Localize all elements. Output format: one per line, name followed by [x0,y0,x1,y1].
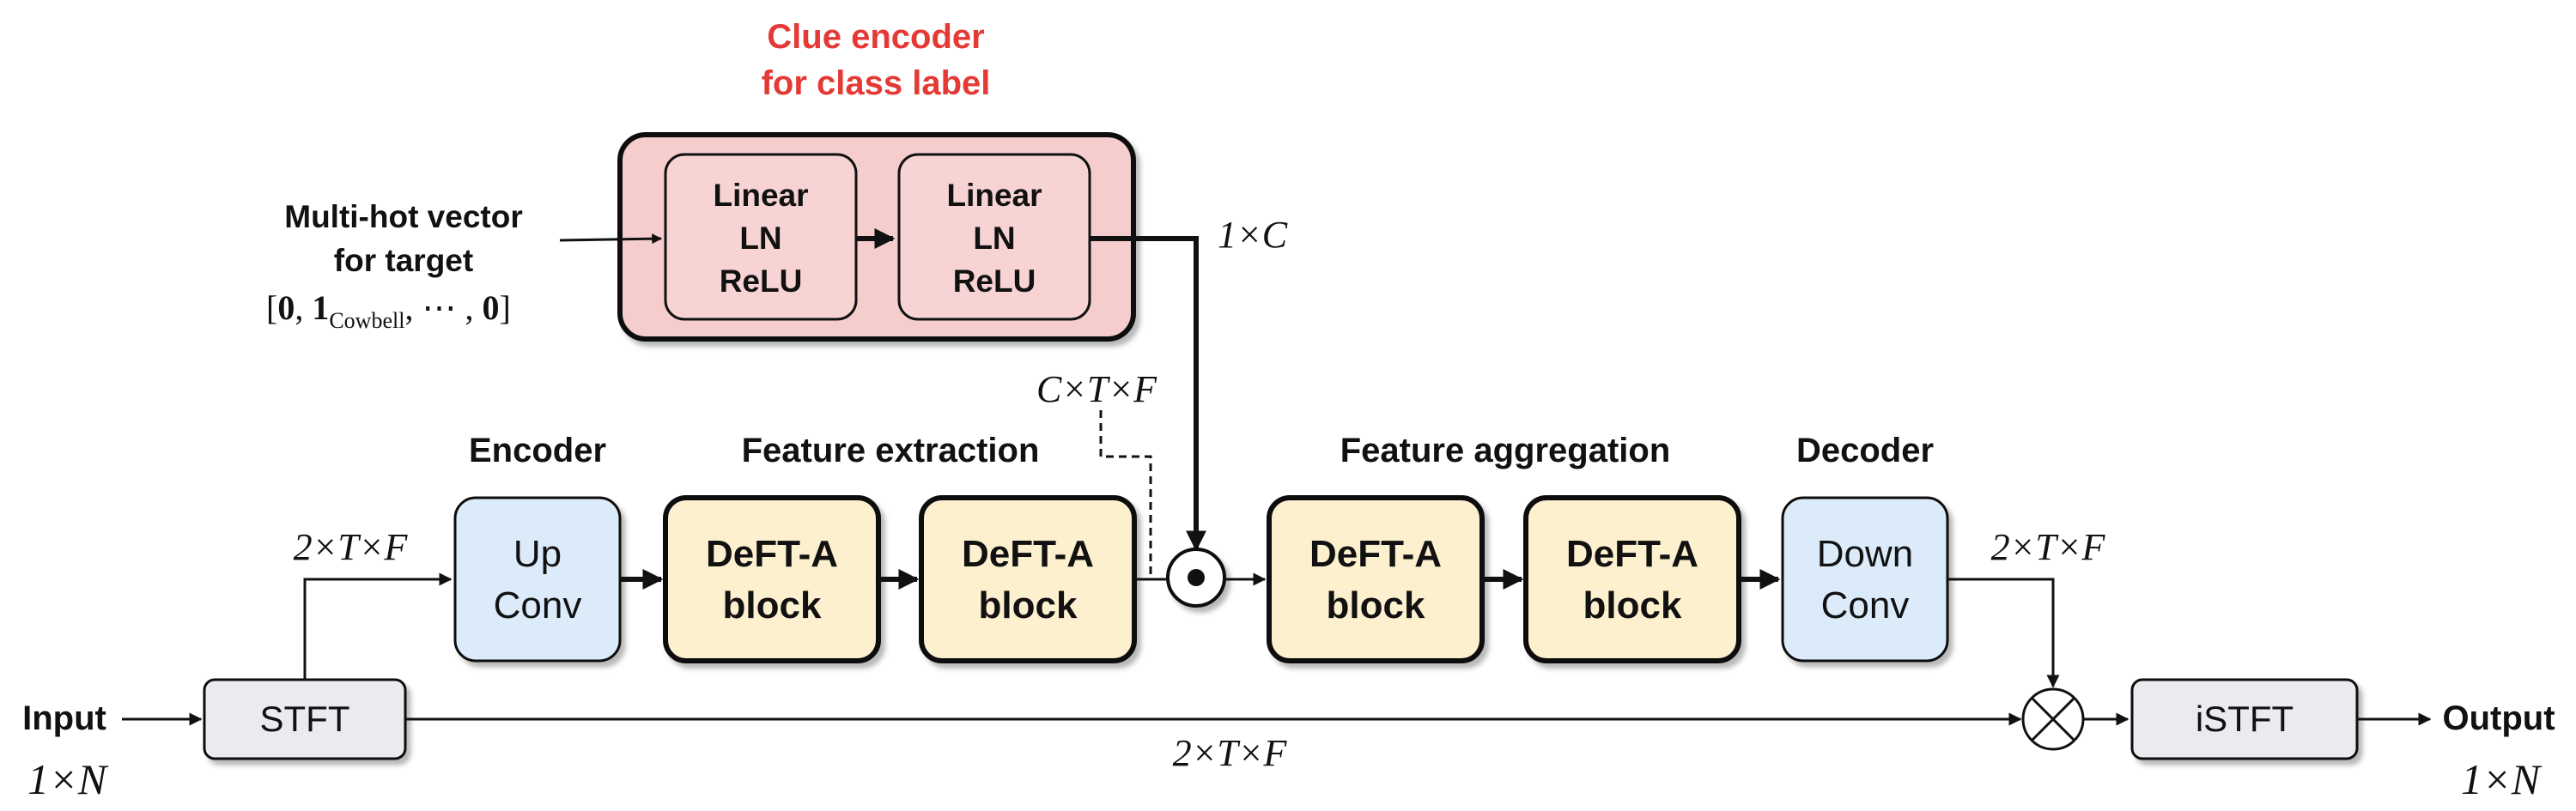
down-conv-block [1781,496,1949,663]
input-label: Input [22,699,106,737]
istft-label: iSTFT [2196,699,2293,739]
deft-a-block-1 [663,495,881,663]
vector-comma-1: , [295,288,312,327]
arrow-downconv-multiply [1947,578,2060,688]
clue-block2-line2: LN [973,221,1015,256]
clue-block1-line3: ReLU [720,263,803,299]
section-feature-aggregation: Feature aggregation [1340,432,1671,469]
output-label: Output [2442,699,2555,737]
vector-zero-first: 0 [277,288,295,327]
dim-2-t-f-bottom: 2×T×F [1173,732,1288,774]
vector-close-bracket: ] [499,288,510,327]
multi-hot-label-line2: for target [334,243,473,278]
vector-one: 1 [312,288,329,327]
up-conv-line1: Up [513,533,562,575]
clue-block2-line1: Linear [946,178,1042,213]
dashed-feature-line [1099,410,1152,577]
clue-encoder-title-line2: for class label [762,64,991,102]
clue-output-line [1091,236,1206,552]
dim-one-by-c: 1×C [1218,214,1288,256]
multi-hot-label-line1: Multi-hot vector [284,199,522,234]
clue-encoder-title-line1: Clue encoder [767,18,984,56]
clue-block2-line3: ReLU [953,263,1036,299]
section-decoder: Decoder [1796,432,1934,469]
dim-1-by-n-input: 1×N [27,755,109,803]
deft1-line1: DeFT-A [706,533,838,575]
down-conv-line1: Down [1817,533,1914,575]
vector-ellipsis: , ⋯ , [404,288,482,327]
multi-hot-arrow [559,233,663,245]
deft2-line2: block [979,584,1078,626]
deft3-line2: block [1327,584,1425,626]
up-conv-line2: Conv [494,584,582,626]
section-feature-extraction: Feature extraction [742,432,1040,469]
dim-2-t-f-right: 2×T×F [1991,526,2106,568]
clue-linear-block-2 [897,153,1091,321]
down-conv-line2: Conv [1821,584,1910,626]
clue-block1-line2: LN [739,221,781,256]
stft-label: STFT [260,699,350,739]
dim-1-by-n-output: 1×N [2461,755,2543,803]
vector-subscript-cowbell: Cowbell [329,308,404,333]
deft-a-block-3 [1267,495,1485,663]
deft3-line1: DeFT-A [1309,533,1442,575]
deft4-line1: DeFT-A [1566,533,1698,575]
dim-2-t-f-left: 2×T×F [294,526,409,568]
dim-c-t-f: C×T×F [1036,368,1157,410]
deft-a-block-4 [1523,495,1741,663]
multiply-cross-b [2030,696,2076,742]
vector-open-bracket: [ [266,288,277,327]
multi-hot-vector-formula: [0, 1Cowbell, ⋯ , 0] [266,288,511,333]
deft1-line2: block [723,584,822,626]
hadamard-product-dot [1188,569,1205,586]
deft-a-block-2 [919,495,1137,663]
up-conv-block [453,496,622,663]
deft2-line1: DeFT-A [962,533,1094,575]
deft4-line2: block [1583,584,1682,626]
clue-block1-line1: Linear [713,178,808,213]
vector-zero-last: 0 [482,288,499,327]
arrow-stft-upconv [303,572,453,680]
section-encoder: Encoder [469,432,606,469]
